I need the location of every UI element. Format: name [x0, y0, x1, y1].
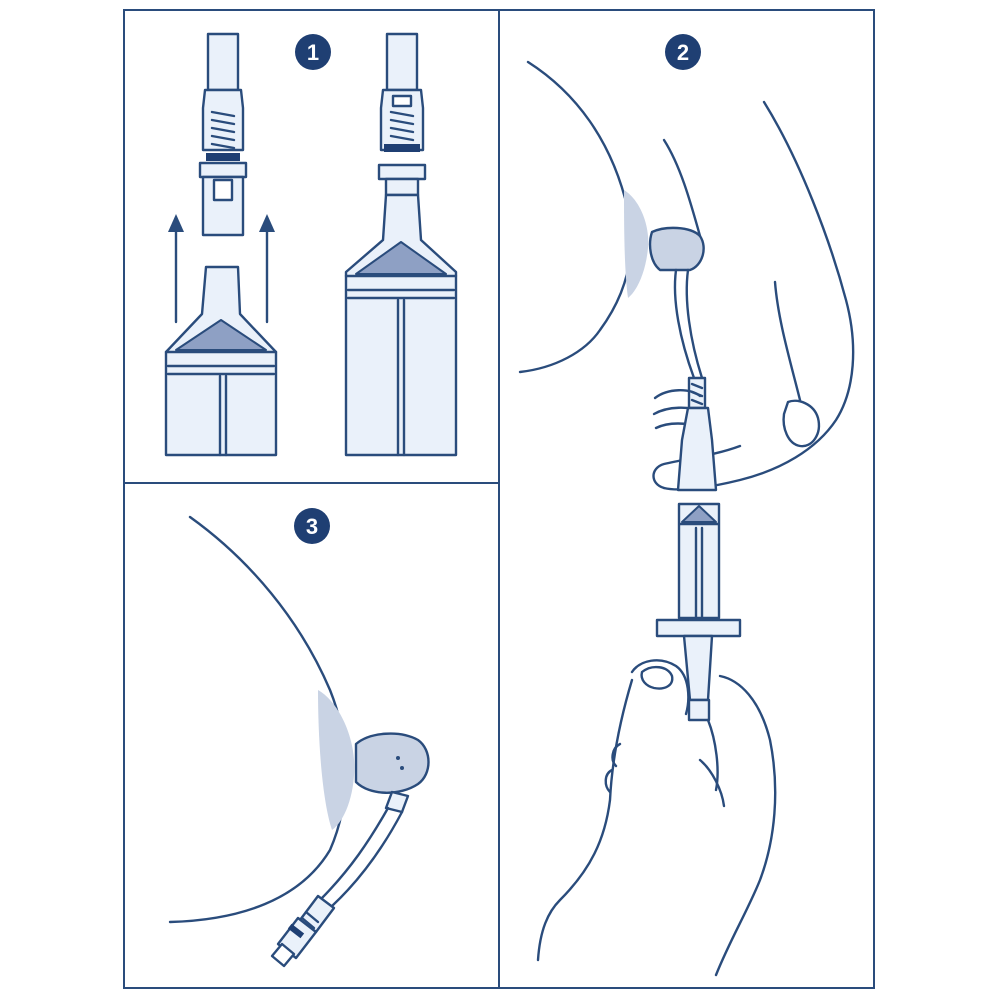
step-badge-1: 1	[295, 34, 331, 70]
step-number-1: 1	[307, 40, 319, 65]
tube	[675, 270, 705, 408]
syringe-assembled	[346, 34, 456, 455]
step-number-3: 3	[306, 514, 318, 539]
breast-outline	[520, 62, 648, 372]
panel-step-2: 2	[520, 34, 853, 975]
panel-step-3: 3	[170, 508, 429, 966]
step-badge-3: 3	[294, 508, 330, 544]
breast-outline-3	[170, 517, 354, 922]
lower-hand	[538, 660, 775, 975]
step-number-2: 2	[677, 40, 689, 65]
step-badge-2: 2	[665, 34, 701, 70]
arrow-left	[168, 214, 184, 322]
syringe-tip-detached	[166, 267, 276, 455]
panel-step-1: 1	[166, 34, 456, 455]
arrow-right	[259, 214, 275, 322]
nipple-cup-3	[356, 734, 429, 793]
nipple-cup	[650, 228, 704, 270]
tube-connector-3	[272, 896, 334, 966]
tube-connector-detached	[200, 34, 246, 235]
